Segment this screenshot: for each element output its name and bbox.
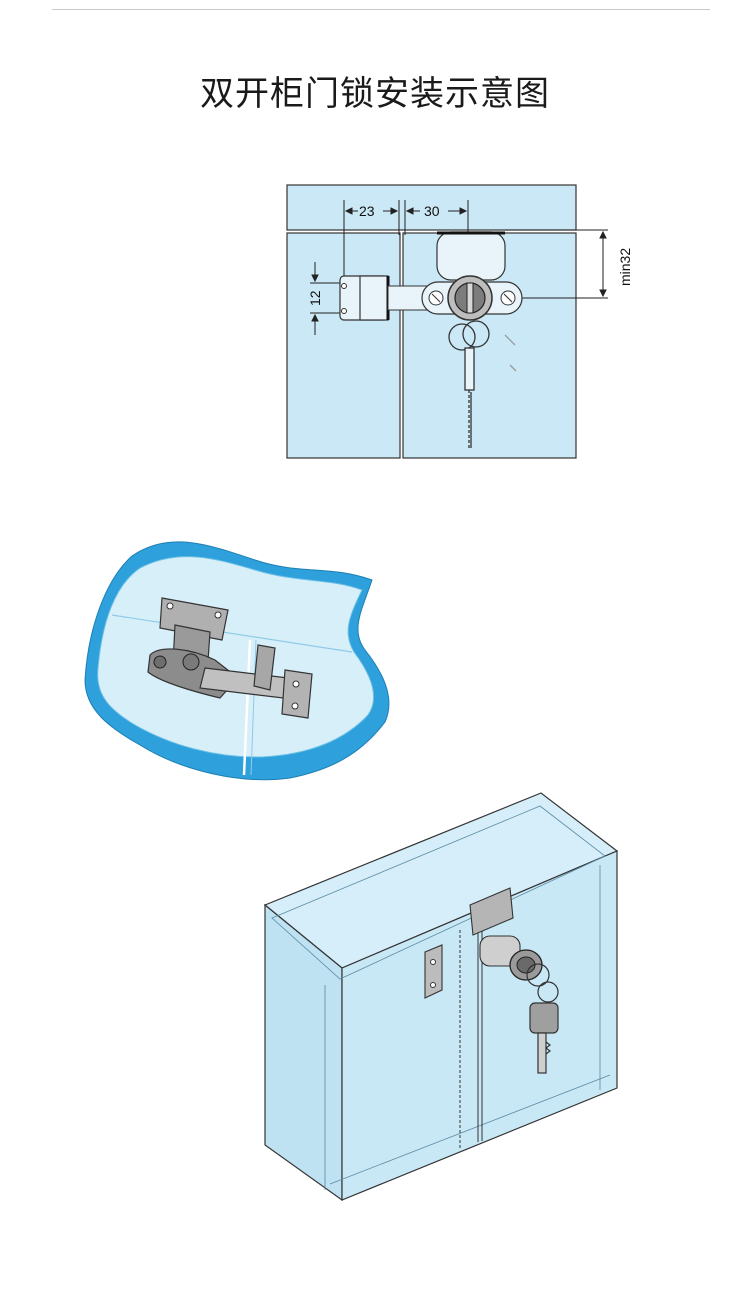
cabinet-lock (424, 887, 543, 999)
dimension-lines-top (343, 200, 469, 290)
top-divider (52, 9, 710, 10)
dim-12: 12 (307, 290, 323, 306)
dimension-drawing: 23 30 12 min32 (286, 184, 633, 459)
lock-body (421, 231, 523, 321)
dim-min32: min32 (617, 248, 633, 286)
dim-30: 30 (424, 203, 440, 219)
lock-assembly (147, 597, 313, 719)
page-title: 双开柜门锁安装示意图 (200, 74, 550, 114)
perspective-glass-illustration (84, 541, 390, 781)
cabinet-keys (526, 963, 559, 1074)
dim-23: 23 (359, 203, 375, 219)
key (448, 320, 517, 450)
dimension-lines-left (310, 262, 345, 335)
strike-plate (339, 275, 429, 321)
cabinet-box (263, 792, 619, 1202)
